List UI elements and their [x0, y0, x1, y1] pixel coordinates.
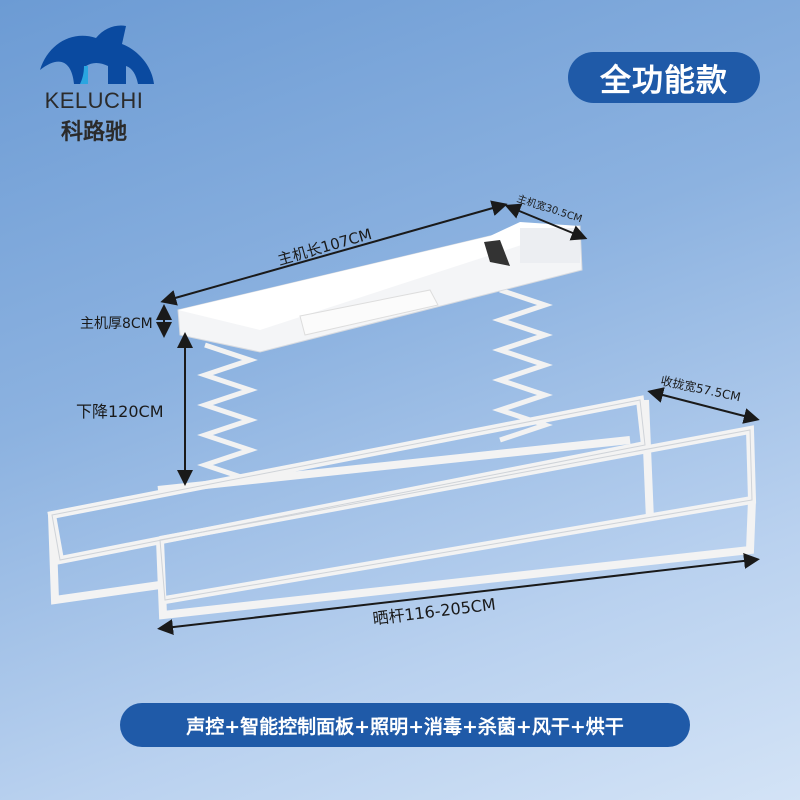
brand-logo: KELUCHI 科路驰 [34, 22, 154, 146]
feature-list-banner: 声控+智能控制面板+照明+消毒+杀菌+风干+烘干 [120, 703, 690, 747]
host-unit [177, 222, 583, 353]
scissor-arms [197, 287, 553, 483]
brand-name-en: KELUCHI [44, 88, 144, 113]
brand-name-cn: 科路驰 [60, 120, 127, 145]
drop-label: 下降120CM [76, 402, 164, 421]
host-thickness-label: 主机厚8CM [80, 316, 153, 332]
drying-rack [47, 395, 757, 620]
elephant-logo-icon [40, 25, 154, 84]
edition-badge: 全功能款 [568, 52, 760, 103]
dimension-lines [156, 200, 760, 636]
